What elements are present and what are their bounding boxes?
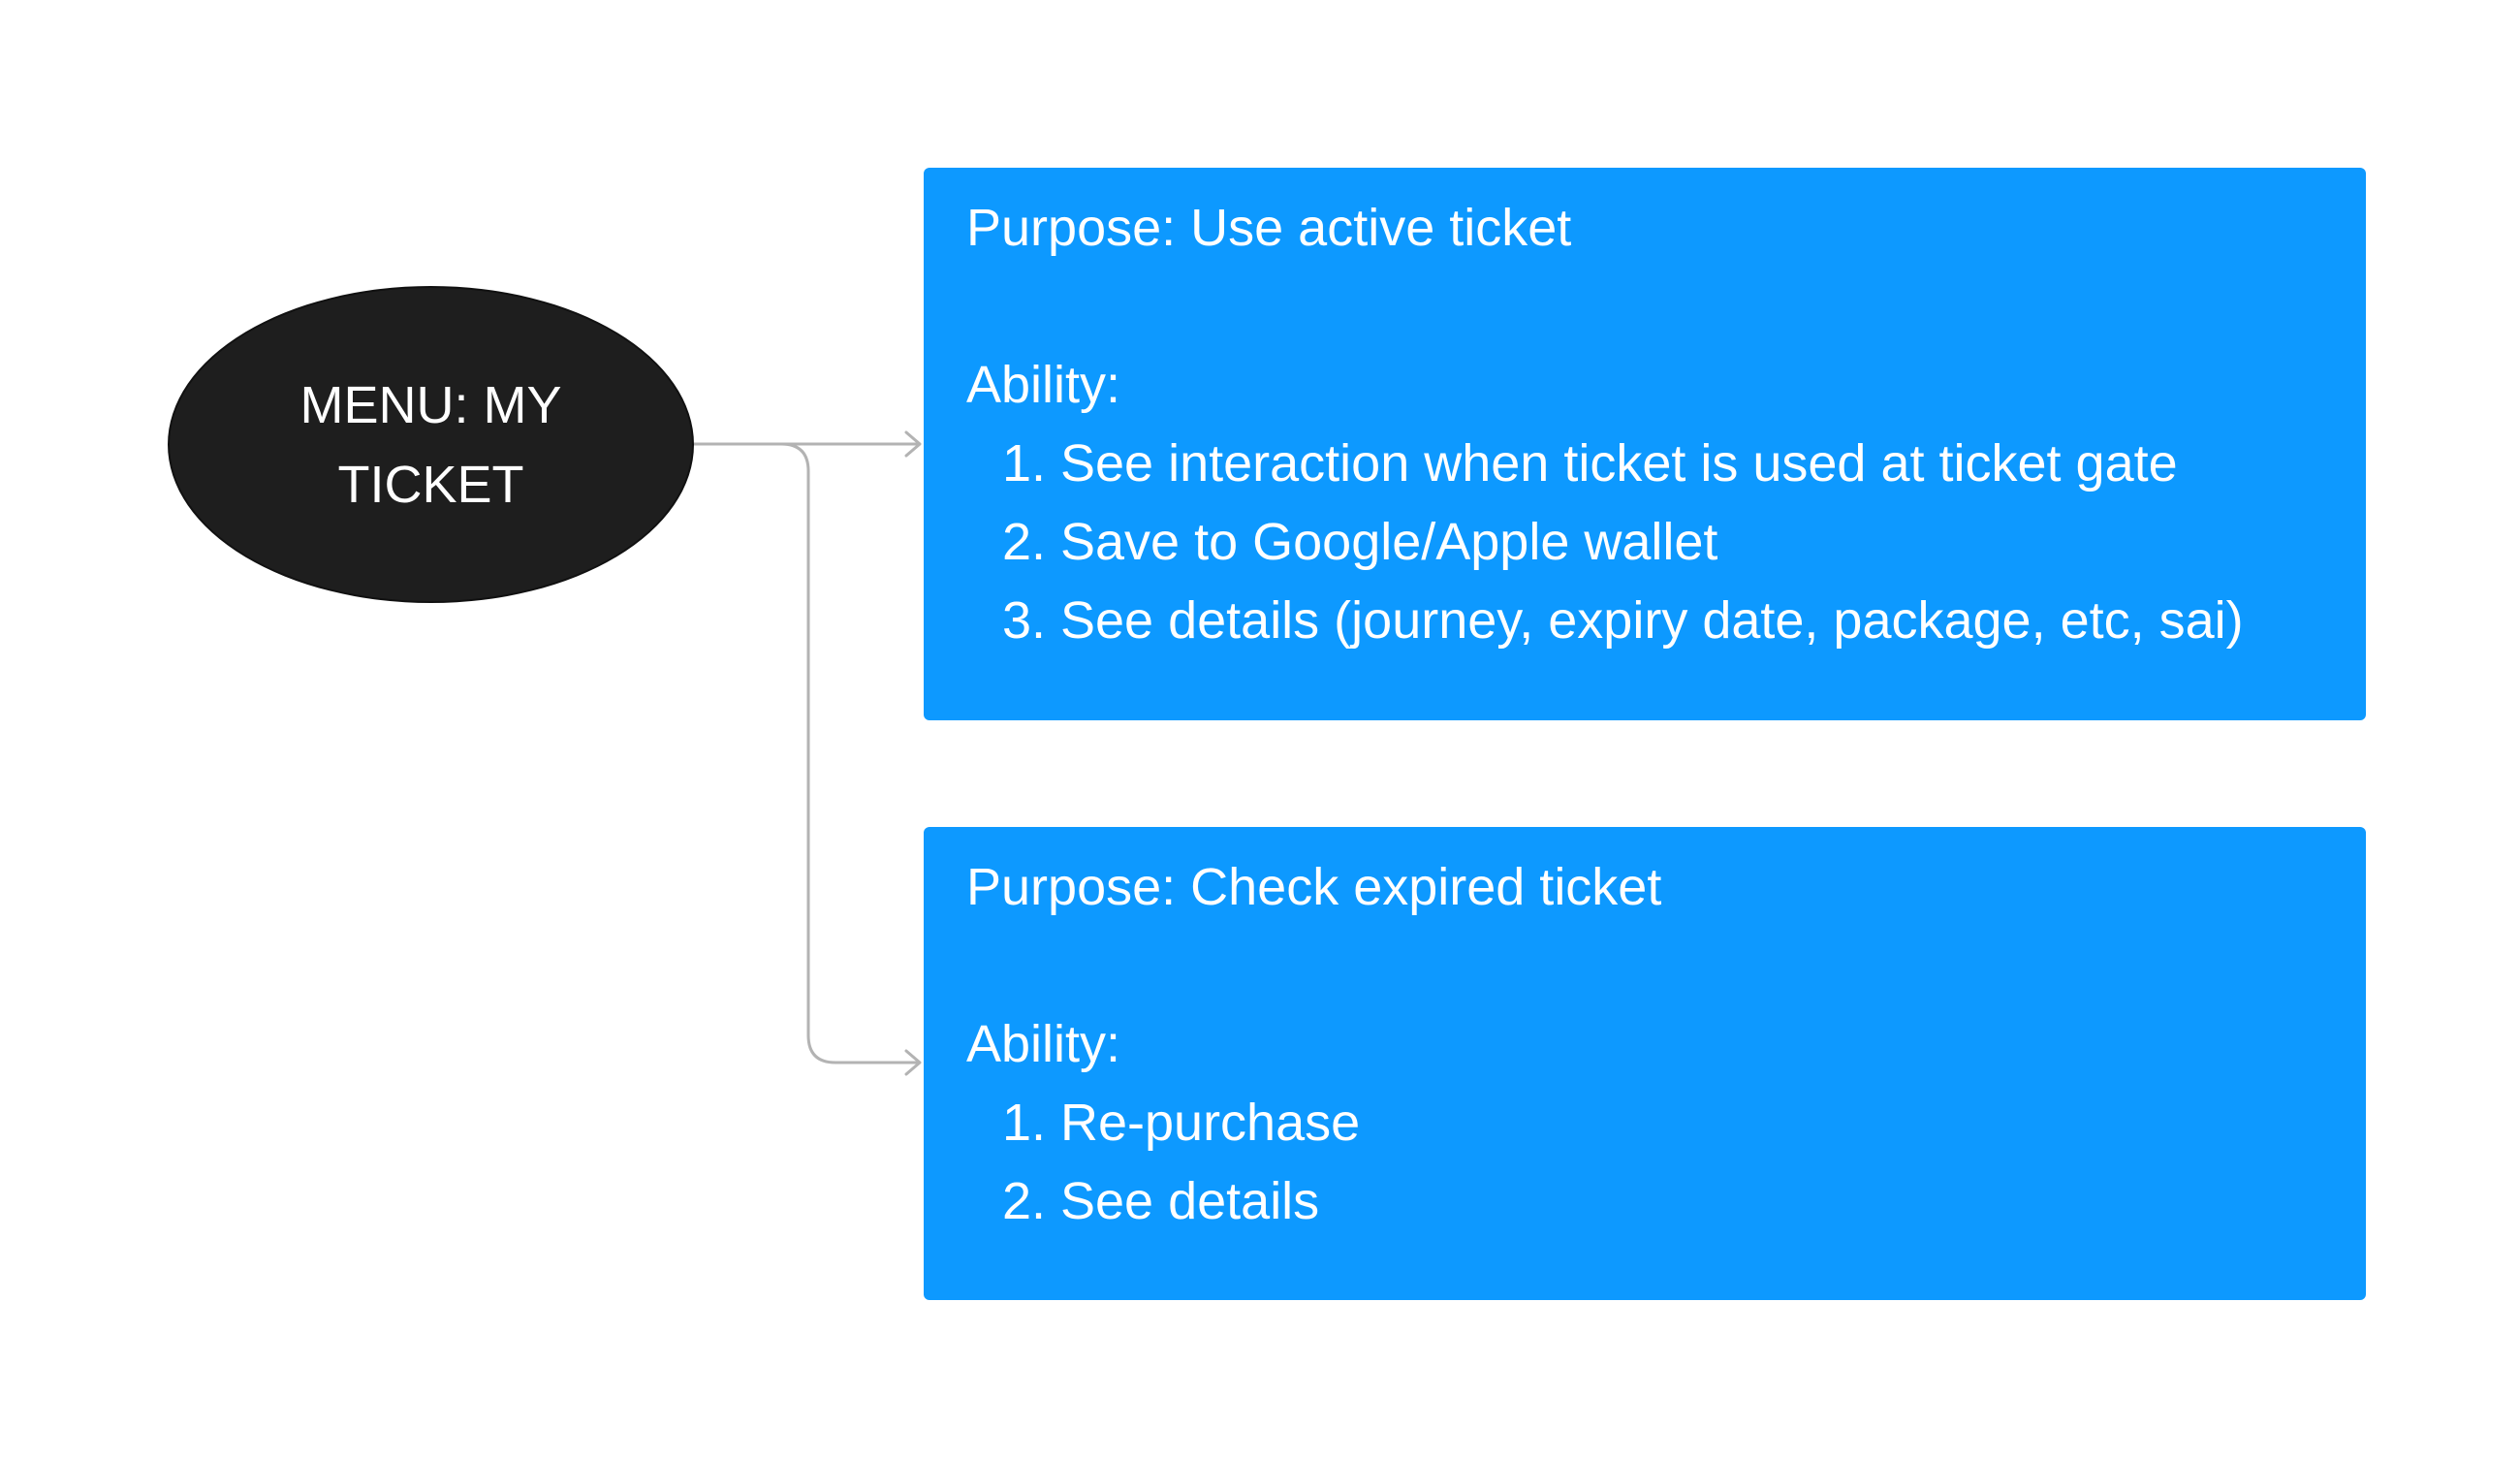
list-item-text: Re-purchase (1046, 1094, 1361, 1152)
menu-my-ticket-label: MENU: MY TICKET (299, 375, 562, 514)
arrowhead-expired-ticket (904, 1049, 922, 1076)
active-ticket-ability-list: 1. See interaction when ticket is used a… (966, 425, 2323, 660)
list-item-number: 2. (1001, 513, 1046, 571)
connector-to-expired-ticket (780, 442, 919, 1064)
expired-ticket-ability-list: 1. Re-purchase 2. See details (966, 1084, 2323, 1241)
list-item-number: 3. (1001, 591, 1046, 650)
list-item: 2. See details (966, 1162, 2323, 1241)
expired-ticket-ability-heading: Ability: (966, 1015, 1121, 1073)
menu-my-ticket-node: MENU: MY TICKET (168, 286, 694, 603)
expired-ticket-card: Purpose: Check expired ticket Ability: 1… (924, 827, 2366, 1300)
list-item: 1. Re-purchase (966, 1084, 2323, 1162)
list-item-number: 1. (1001, 1094, 1046, 1152)
list-item-number: 2. (1001, 1172, 1046, 1230)
spacer (966, 927, 2323, 1005)
active-ticket-purpose: Purpose: Use active ticket (966, 199, 1572, 257)
active-ticket-ability-heading: Ability: (966, 356, 1121, 414)
list-item-text: See interaction when ticket is used at t… (1046, 434, 2178, 492)
list-item: 2. Save to Google/Apple wallet (966, 503, 2323, 582)
list-item: 1. See interaction when ticket is used a… (966, 425, 2323, 503)
arrowhead-active-ticket (904, 430, 922, 458)
list-item: 3. See details (journey, expiry date, pa… (966, 582, 2323, 660)
list-item-text: See details (journey, expiry date, packa… (1046, 591, 2244, 650)
list-item-text: Save to Google/Apple wallet (1046, 513, 1718, 571)
list-item-number: 1. (1001, 434, 1046, 492)
list-item-text: See details (1046, 1172, 1320, 1230)
expired-ticket-purpose: Purpose: Check expired ticket (966, 858, 1662, 916)
active-ticket-card: Purpose: Use active ticket Ability: 1. S… (924, 168, 2366, 720)
spacer (966, 268, 2323, 346)
